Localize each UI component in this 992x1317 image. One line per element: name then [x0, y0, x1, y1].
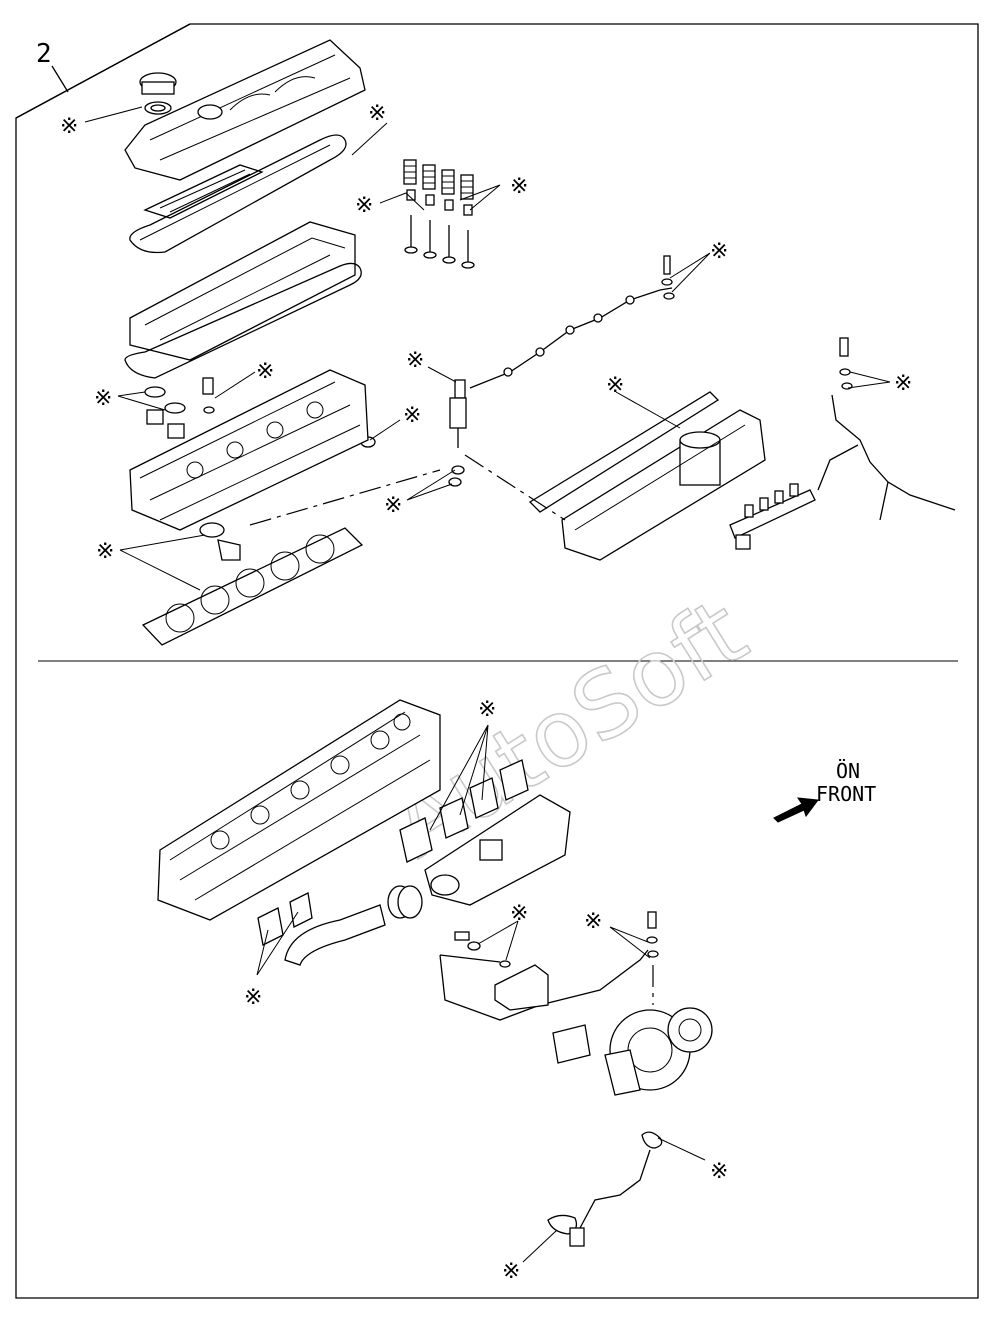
fuel-return-pipe	[817, 337, 956, 521]
exhaust-manifold-gaskets	[399, 759, 529, 863]
reference-number: 2	[36, 39, 69, 93]
turbo-gasket	[552, 1024, 591, 1064]
asterisk-callout-icon: ※	[368, 101, 386, 126]
asterisk-callout-icon: ※	[584, 909, 602, 934]
spacer-gasket	[124, 262, 362, 379]
valves	[404, 215, 475, 269]
diagram-frame	[15, 23, 979, 1299]
asterisk-callout-icon: ※	[606, 373, 624, 398]
cylinder-head-lower	[157, 699, 441, 921]
turbo-oil-return-pipe	[547, 1131, 663, 1247]
orientation-label-line1: ÖN	[836, 759, 860, 783]
asterisk-callout-icon: ※	[502, 1259, 520, 1284]
water-pipe-elbow	[284, 904, 386, 966]
sealing-rings	[387, 885, 423, 919]
common-rail	[729, 483, 816, 550]
callout-group: ※ ※ ※ ※ ※ ※ ※ ※ ※ ※ ※ ※ ※ ※ ※ ※ ※ ※ ※	[60, 101, 912, 1284]
asterisk-callout-icon: ※	[710, 1159, 728, 1184]
cylinder-head-gasket	[141, 527, 364, 646]
asterisk-callout-icon: ※	[478, 697, 496, 722]
cylinder-head-cover	[124, 39, 366, 181]
head-cover-gasket	[129, 134, 347, 254]
asterisk-callout-icon: ※	[406, 348, 424, 373]
asterisk-callout-icon: ※	[96, 539, 114, 564]
asterisk-callout-icon: ※	[355, 193, 373, 218]
injector-guide-line	[464, 454, 566, 521]
valve-stem-seals	[406, 189, 473, 216]
asterisk-callout-icon: ※	[384, 493, 402, 518]
water-outlet	[199, 522, 241, 561]
baffle-plate	[143, 164, 264, 219]
exhaust-manifold	[424, 794, 571, 906]
front-arrow-icon	[773, 797, 819, 823]
head-cover-spacer	[129, 221, 356, 361]
asterisk-callout-icon: ※	[510, 174, 528, 199]
injector-bore-line	[249, 469, 441, 526]
intake-manifold-gasket	[528, 391, 720, 513]
asterisk-callout-icon: ※	[60, 114, 78, 139]
water-outlet-gaskets	[257, 892, 313, 946]
turbo-oil-feed-pipe	[439, 931, 649, 1021]
cylinder-head-upper	[129, 369, 369, 531]
asterisk-callout-icon: ※	[94, 386, 112, 411]
turbocharger	[604, 911, 713, 1096]
leak-off-pipe	[469, 255, 675, 389]
asterisk-callout-icon: ※	[894, 371, 912, 396]
asterisk-callout-icon: ※	[510, 901, 528, 926]
asterisk-callout-icon: ※	[403, 403, 421, 428]
fuel-injector	[448, 379, 467, 487]
oil-filler-cap	[139, 72, 177, 138]
asterisk-callout-icon: ※	[710, 239, 728, 264]
valve-springs	[403, 159, 474, 200]
asterisk-callout-icon: ※	[256, 359, 274, 384]
front-orientation-marker: ÖN FRONT	[773, 759, 876, 823]
ref-number-label: 2	[36, 39, 52, 69]
orientation-label-line2: FRONT	[816, 782, 876, 806]
intake-manifold	[561, 409, 766, 561]
asterisk-callout-icon: ※	[244, 985, 262, 1010]
